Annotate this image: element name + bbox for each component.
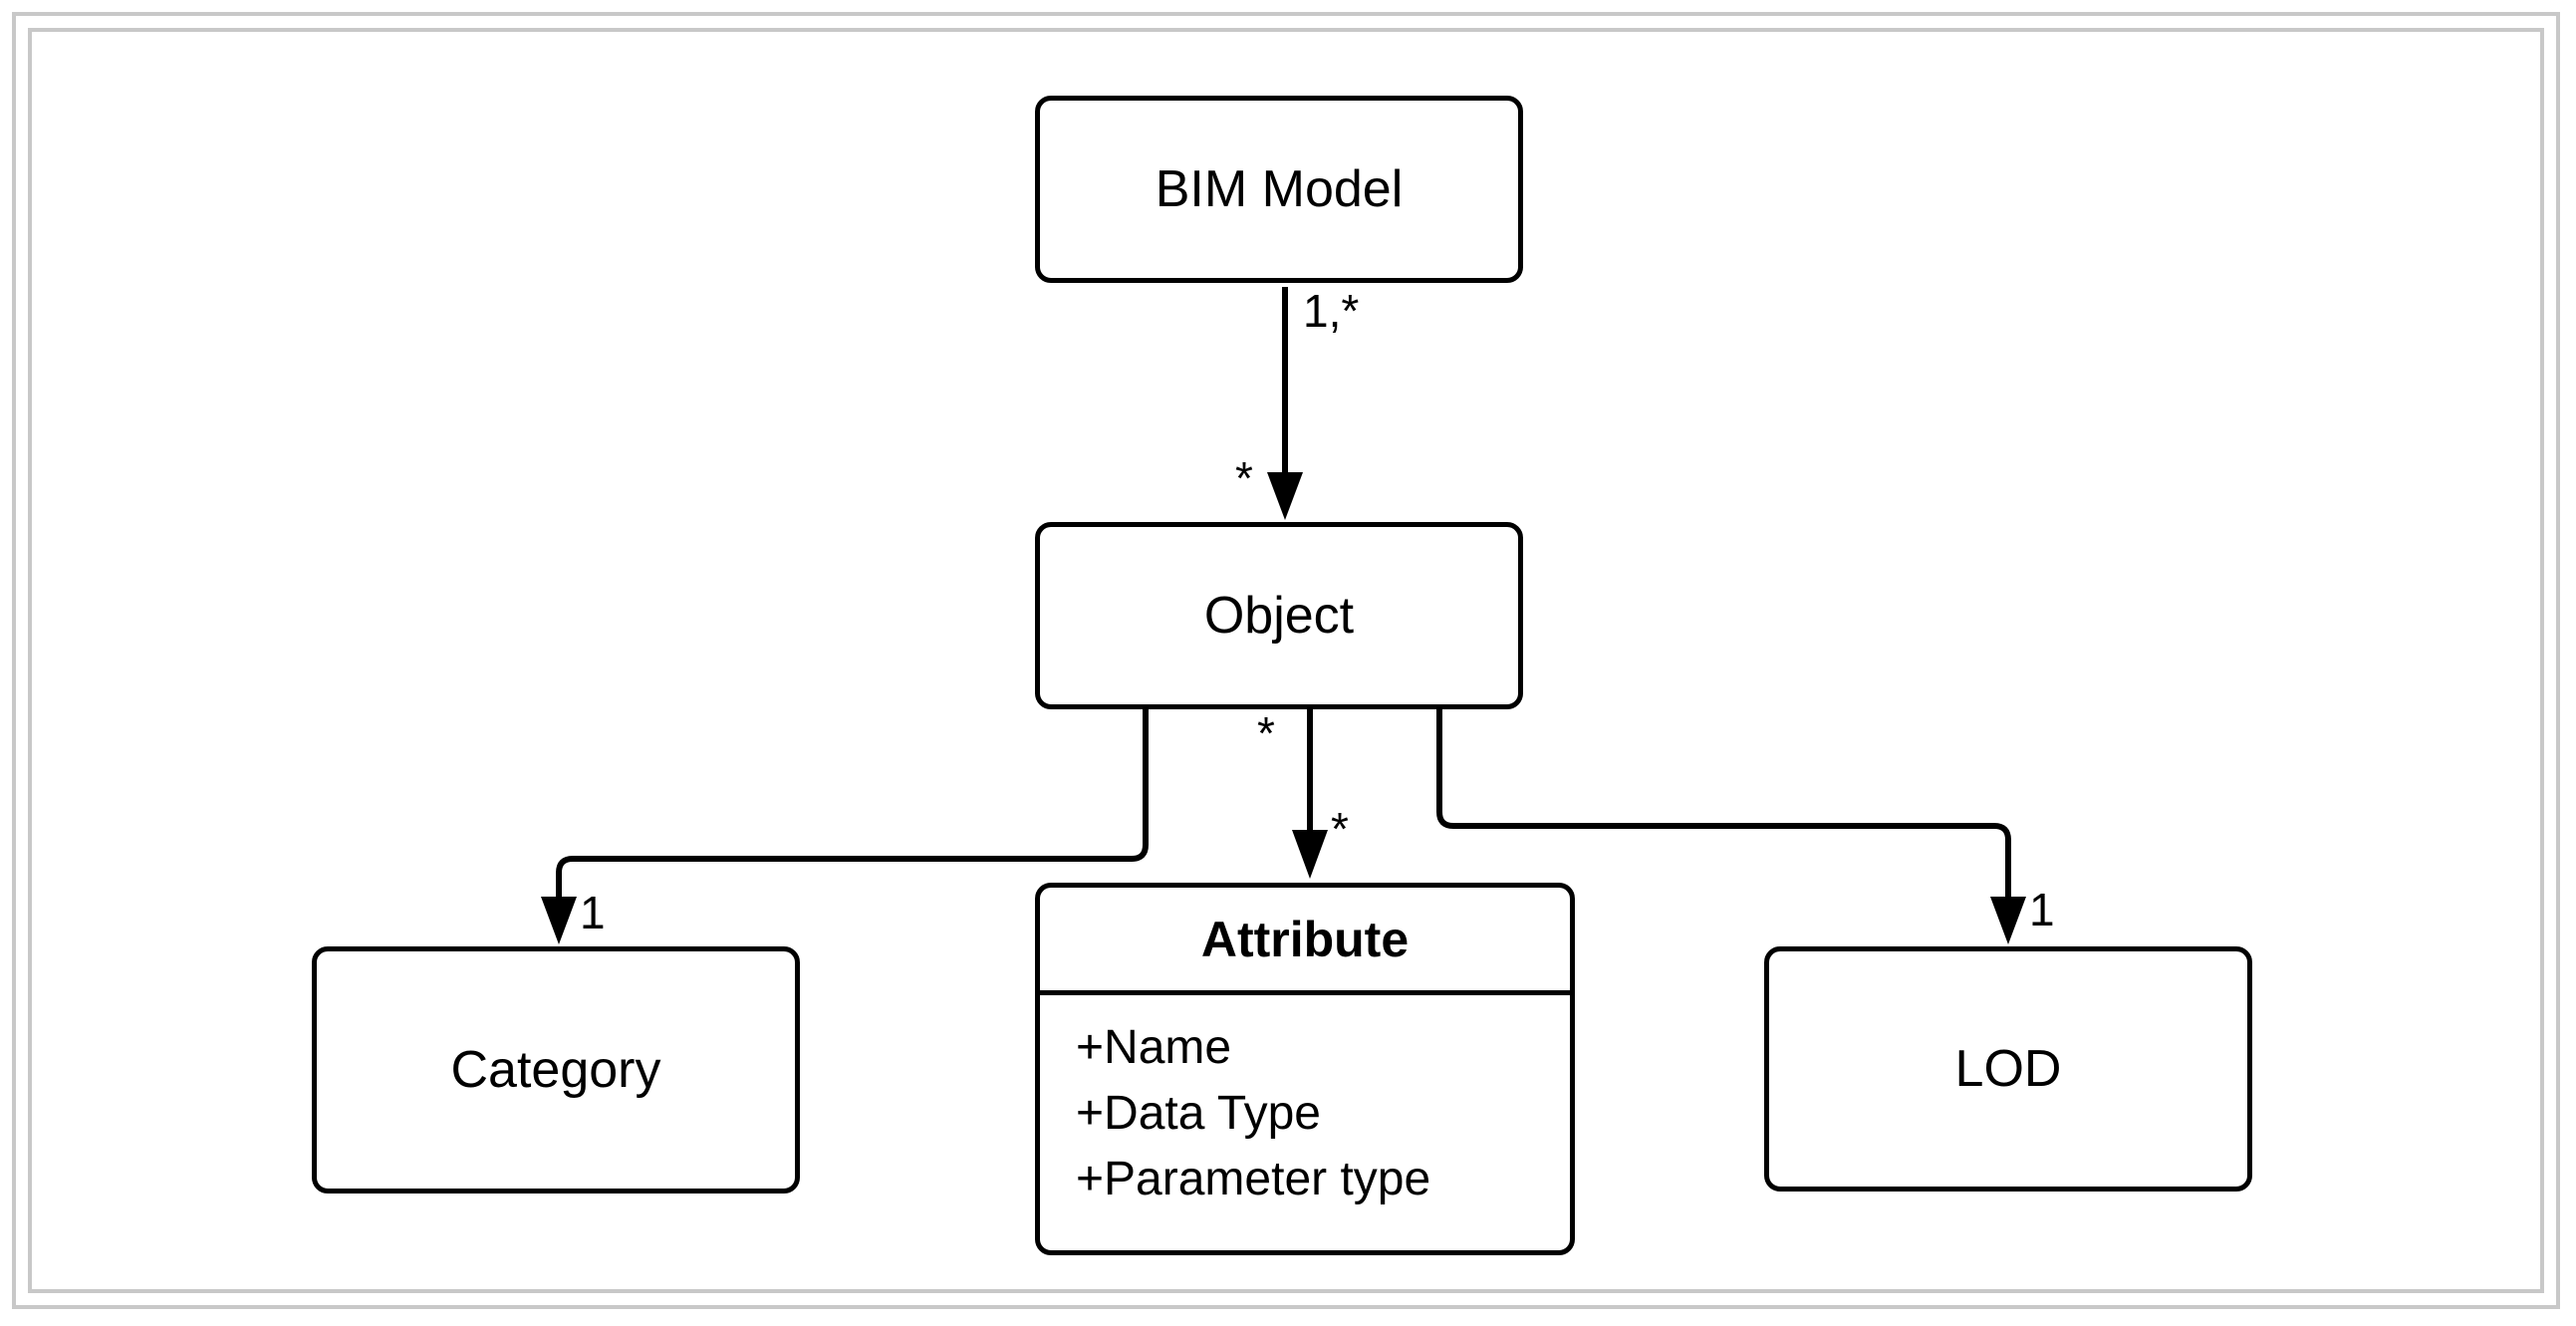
- bim-model-label: BIM Model: [1155, 160, 1404, 218]
- attribute-class-members: +Name +Data Type +Parameter type: [1040, 995, 1570, 1212]
- inner-frame: [28, 28, 2544, 1293]
- attribute-class-header: Attribute: [1040, 888, 1570, 995]
- attribute-class-box: Attribute +Name +Data Type +Parameter ty…: [1035, 883, 1575, 1255]
- attribute-member: +Name: [1076, 1021, 1232, 1074]
- mult-object-target: *: [1235, 452, 1253, 504]
- object-box: Object: [1035, 522, 1523, 709]
- attribute-member: +Parameter type: [1076, 1153, 1431, 1205]
- mult-object-source: *: [1257, 707, 1275, 759]
- mult-bim-source: 1,*: [1303, 285, 1359, 337]
- lod-box: LOD: [1764, 946, 2252, 1192]
- object-label: Object: [1203, 587, 1355, 645]
- mult-attribute-target: *: [1331, 803, 1349, 855]
- edge-object-to-category: [556, 709, 1149, 897]
- outer-frame: [12, 12, 2560, 1309]
- attribute-class-title: Attribute: [1200, 911, 1410, 967]
- category-label: Category: [450, 1041, 661, 1099]
- category-box: Category: [312, 946, 800, 1193]
- arrowhead-object: [1267, 472, 1303, 520]
- edge-object-to-lod: [1436, 709, 2011, 897]
- arrowhead-attribute: [1292, 830, 1328, 879]
- attribute-member: +Data Type: [1076, 1087, 1321, 1140]
- mult-category-target: 1: [580, 887, 606, 938]
- arrowhead-category: [541, 897, 577, 944]
- arrowhead-lod: [1990, 897, 2026, 944]
- bim-model-box: BIM Model: [1035, 96, 1523, 283]
- mult-lod-target: 1: [2029, 884, 2055, 935]
- lod-label: LOD: [1954, 1040, 2062, 1098]
